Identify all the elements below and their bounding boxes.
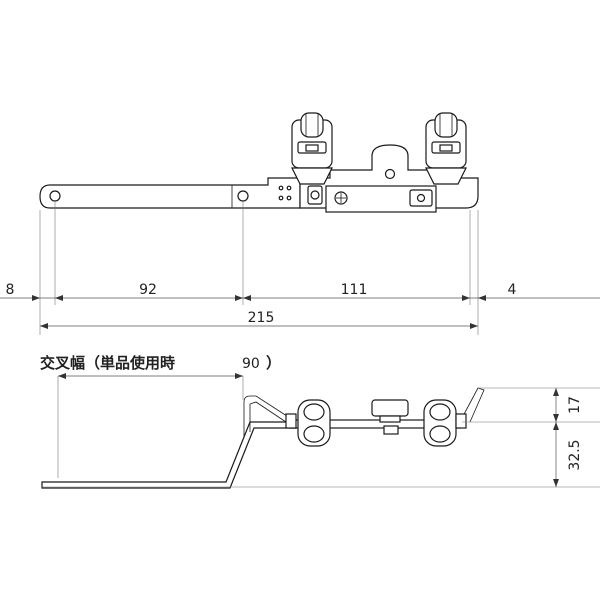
arm-riser-outer xyxy=(243,395,291,438)
arm-riser-inner xyxy=(249,401,287,432)
arrow-17-top xyxy=(553,388,559,396)
roller-assembly-right xyxy=(425,112,467,185)
arrow-111-left xyxy=(243,295,251,301)
roller-assembly-left xyxy=(291,112,333,185)
rivet-c xyxy=(278,195,284,201)
rivet-a xyxy=(278,185,284,191)
arrow-215-right xyxy=(470,323,478,329)
dim-overall: 215 xyxy=(248,310,275,326)
dim-segment-b: 111 xyxy=(341,282,368,298)
center-lug xyxy=(383,425,399,435)
arrow-8-right xyxy=(32,295,40,301)
crossing-width-close: ） xyxy=(266,354,281,372)
bracket-tab-right-hole xyxy=(416,193,426,203)
arrow-32-bottom xyxy=(553,479,559,487)
main-arm xyxy=(39,177,301,209)
rivet-b xyxy=(286,185,292,191)
arm-hole-middle xyxy=(237,190,249,202)
roller-wheel-left xyxy=(285,399,331,447)
crossing-width-value: 90 xyxy=(242,356,260,372)
arrow-crossing-right xyxy=(235,373,243,379)
dim-segment-a: 92 xyxy=(139,282,157,298)
top-view: 8 92 111 4 215 xyxy=(0,112,600,335)
arrow-111-right xyxy=(462,295,470,301)
center-roller-side xyxy=(371,399,409,417)
side-view: 交叉幅（単品使用時 90 ） xyxy=(40,354,600,489)
arrow-crossing-left xyxy=(58,373,66,379)
dim-left-offset: 8 xyxy=(6,282,15,298)
arrow-92-left xyxy=(55,295,63,301)
crossing-width-label: 交叉幅（単品使用時 xyxy=(40,354,175,372)
dim-right-offset: 4 xyxy=(508,282,517,298)
arrow-92-right xyxy=(235,295,243,301)
arrow-32-top xyxy=(553,422,559,430)
center-roller-mount xyxy=(379,415,401,423)
arrow-4-left xyxy=(478,295,486,301)
arrow-215-left xyxy=(40,323,48,329)
dim-height-upper: 17 xyxy=(567,396,583,414)
rivet-d xyxy=(286,195,292,201)
arm-hole-left xyxy=(49,190,61,202)
arrow-17-bottom xyxy=(553,414,559,422)
center-hole xyxy=(384,168,396,180)
right-riser xyxy=(461,387,485,423)
dim-height-lower: 32.5 xyxy=(567,439,583,470)
bracket-tab-left-hole xyxy=(310,190,320,200)
bent-arm-profile xyxy=(41,421,297,489)
roller-wheel-right xyxy=(423,399,467,447)
